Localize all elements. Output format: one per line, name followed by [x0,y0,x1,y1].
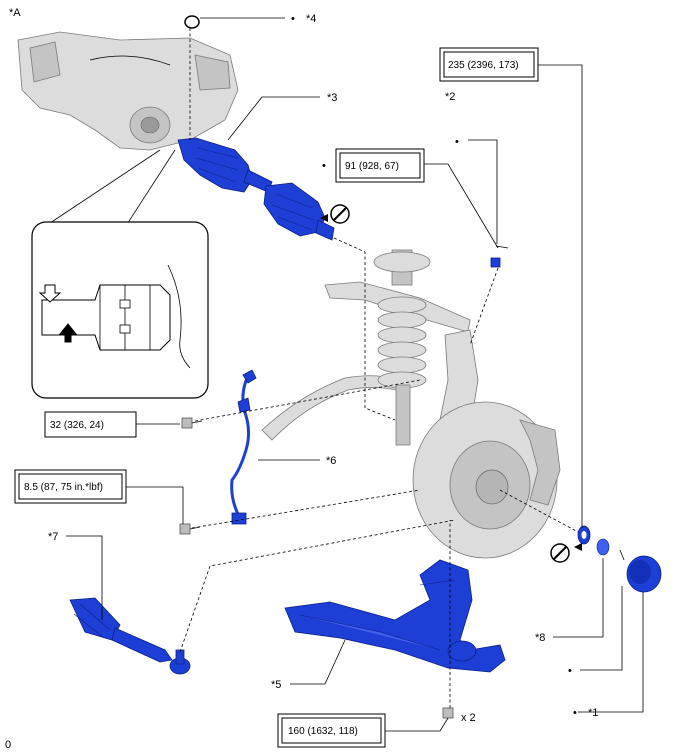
hub-nut-washer [577,525,625,561]
bullet-1: • [573,707,577,719]
reference-arrow-icon [38,284,78,343]
torque-box-160: 160 (1632, 118) [277,713,386,748]
callout-4: *4 [306,13,316,25]
lower-suspension-arm [284,559,506,673]
coil-spring [377,296,427,389]
torque-value-8-5: 8.5 (87, 75 in.*lbf) [24,482,103,493]
front-drive-shaft [177,137,335,241]
lock-nut-cap [490,245,509,268]
torque-value-91: 91 (928, 67) [345,161,399,172]
bolt-8-5 [179,523,201,535]
differential-carrier [17,31,239,151]
bolt-160 [442,707,454,719]
callout-3: *3 [327,92,337,104]
quantity-mark: x 2 [461,712,476,724]
suspension-assembly [261,249,561,559]
snap-ring [184,15,200,29]
bullet-4: • [291,13,295,25]
callout-6: *6 [326,455,336,467]
no-reuse-icon [320,204,350,224]
torque-box-235: 235 (2396, 173) [439,47,539,82]
dashed-lines [179,28,579,708]
torque-box-8-5: 8.5 (87, 75 in.*lbf) [14,469,127,504]
torque-box-32: 32 (326, 24) [44,411,137,438]
callout-8: *8 [535,632,545,644]
footer-mark: 0 [5,739,11,751]
leader-lines [66,17,644,732]
callout-2: *2 [445,91,455,103]
speed-sensor [230,369,257,525]
torque-value-235: 235 (2396, 173) [448,60,519,71]
torque-box-91: 91 (928, 67) [335,148,425,183]
tie-rod-end [69,597,191,675]
detail-inset [31,149,209,399]
callout-7: *7 [48,531,58,543]
torque-value-32: 32 (326, 24) [50,420,104,431]
bullet-8: • [568,665,572,677]
bolt-32 [181,417,203,429]
grease-cap [626,555,662,593]
bullet-2: • [455,136,459,148]
callout-1: *1 [588,707,598,719]
bullet-91: • [322,160,326,172]
figure-label: *A [9,7,21,19]
callout-5: *5 [271,679,281,691]
torque-value-160: 160 (1632, 118) [288,726,358,737]
no-reuse-icon [550,543,582,563]
